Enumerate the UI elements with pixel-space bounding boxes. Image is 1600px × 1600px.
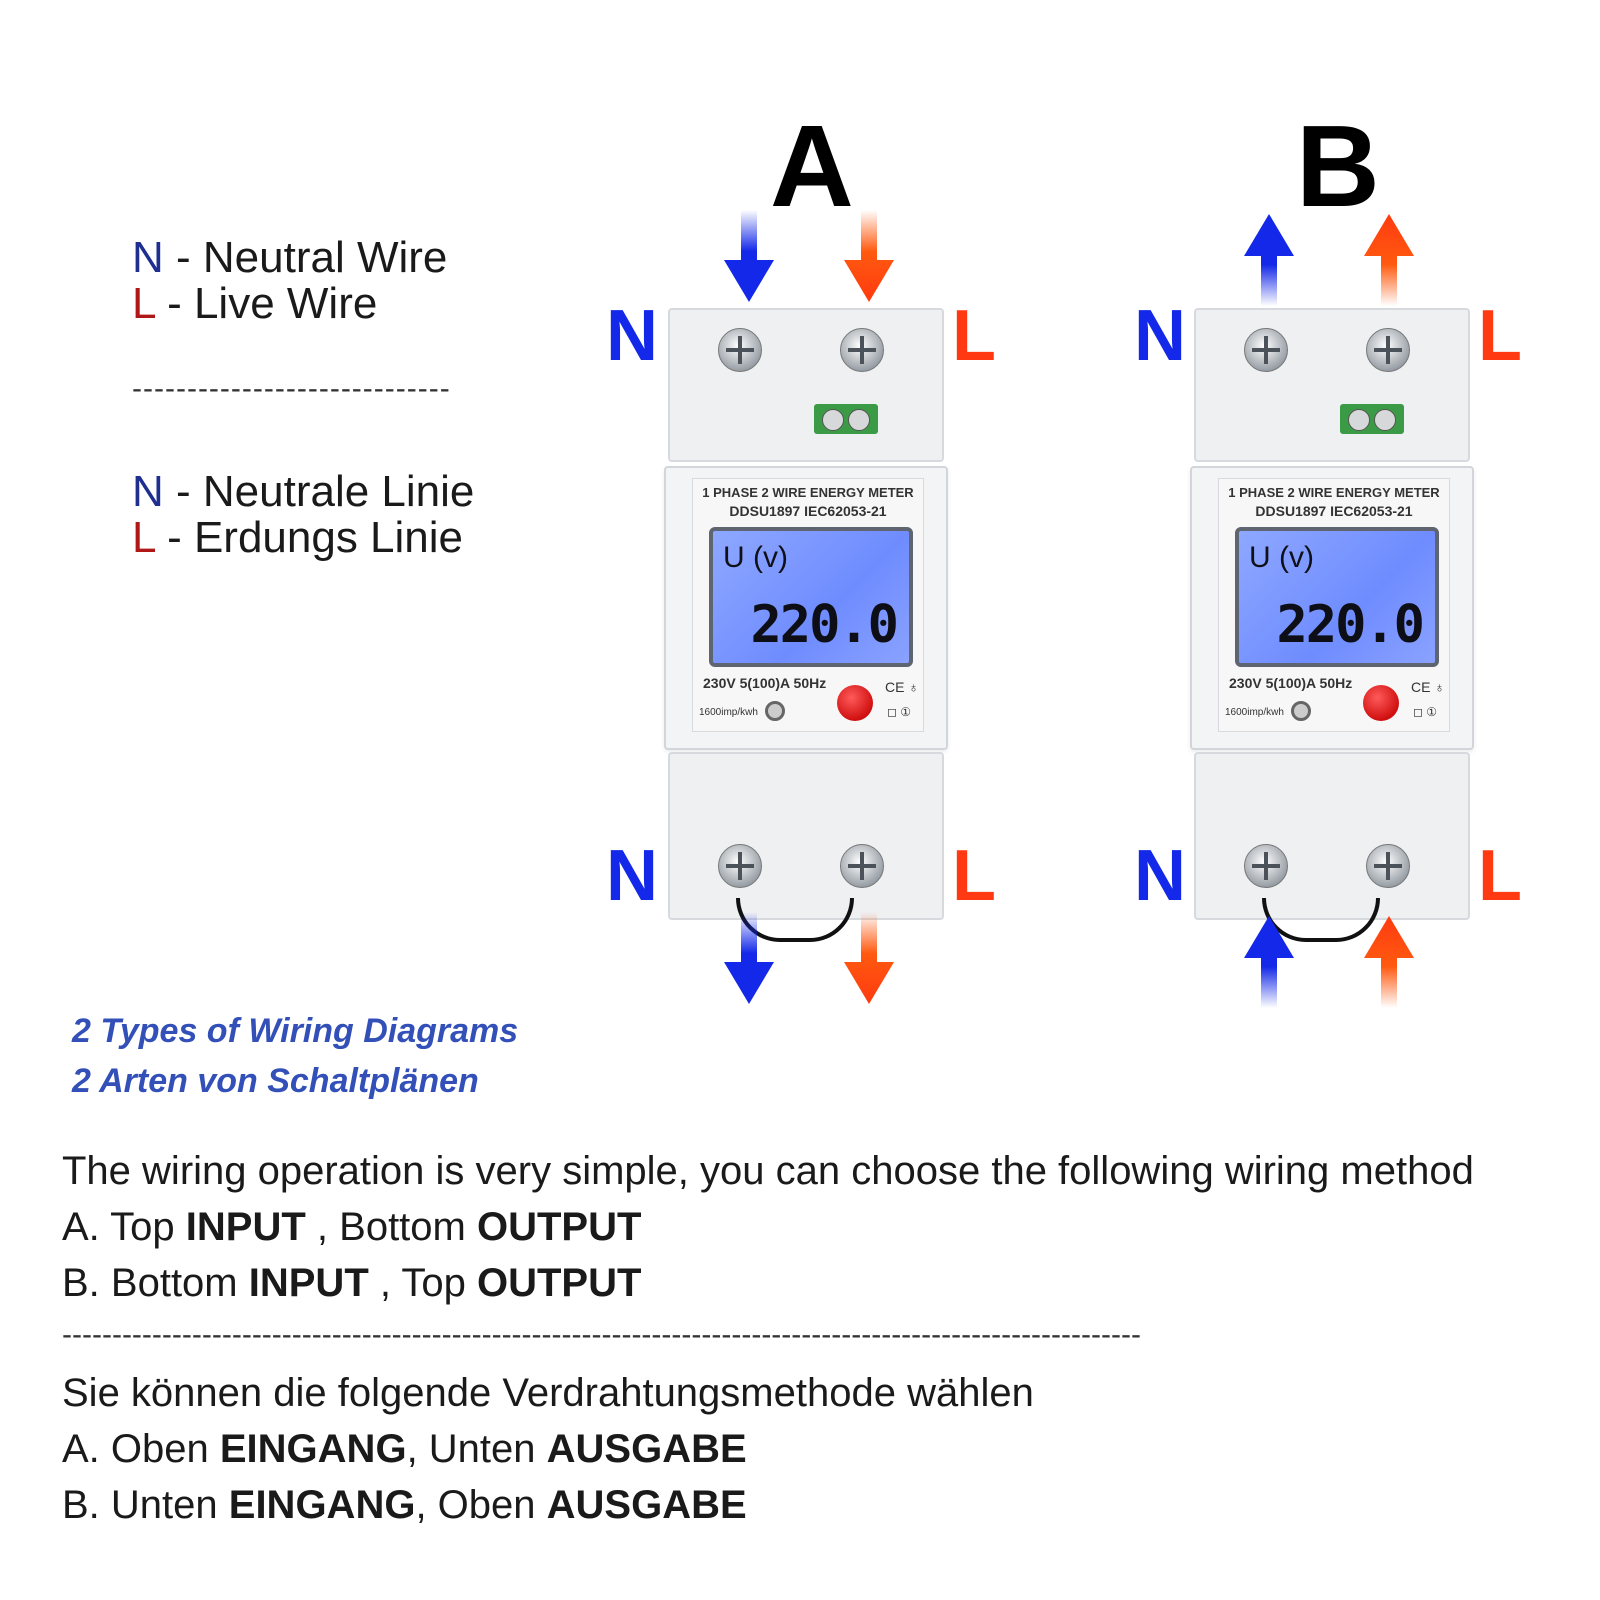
lcd-value: 220.0 xyxy=(1276,595,1425,655)
option-a-en: A. Top INPUT , Bottom OUTPUT xyxy=(62,1204,641,1250)
terminal-block-icon xyxy=(1340,404,1404,434)
neutral-bottom-label: N xyxy=(1134,836,1186,916)
meter-bottom-housing xyxy=(1194,752,1470,920)
option-text: B. Unten xyxy=(62,1483,229,1527)
pulse-led-icon xyxy=(1291,701,1311,721)
terminal-block-icon xyxy=(814,404,878,434)
red-button[interactable] xyxy=(1363,685,1399,721)
intro-en: The wiring operation is very simple, you… xyxy=(62,1149,1474,1193)
meter-specs: 230V 5(100)A 50Hz xyxy=(1229,675,1353,691)
option-text: , Top xyxy=(368,1261,477,1305)
intro-de: Sie können die folgende Verdrahtungsmeth… xyxy=(62,1371,1034,1415)
lcd-display: U (v) 220.0 xyxy=(1235,527,1439,667)
meter-impulse: 1600imp/kwh xyxy=(699,707,758,718)
option-keyword: OUTPUT xyxy=(476,1205,642,1249)
meter-top-housing xyxy=(1194,308,1470,462)
arrow-up-icon xyxy=(1244,214,1294,306)
arrow-down-icon xyxy=(724,210,774,302)
meter-model: DDSU1897 IEC62053-21 xyxy=(1255,503,1413,519)
class-marks: ◻ ① xyxy=(1413,705,1438,719)
cert-marks: CE ♁ xyxy=(885,679,919,695)
screw-icon xyxy=(1244,844,1288,888)
option-text: , Bottom xyxy=(305,1205,477,1249)
legend-live-en: L - Live Wire xyxy=(132,280,377,328)
legend-text: - Neutral Wire xyxy=(163,233,448,282)
lcd-unit: U (v) xyxy=(723,541,788,574)
lcd-display: U (v) 220.0 xyxy=(709,527,913,667)
lcd-value: 220.0 xyxy=(750,595,899,655)
screw-icon xyxy=(840,328,884,372)
option-b-de: B. Unten EINGANG, Oben AUSGABE xyxy=(62,1482,747,1528)
live-top-label: L xyxy=(952,296,996,376)
screw-icon xyxy=(1366,328,1410,372)
meter-top-housing xyxy=(668,308,944,462)
legend-text: - Erdungs Linie xyxy=(154,513,464,562)
neutral-top-label: N xyxy=(606,296,658,376)
option-keyword: OUTPUT xyxy=(476,1261,642,1305)
meter-panel: 1 PHASE 2 WIRE ENERGY METER DDSU1897 IEC… xyxy=(692,478,924,732)
diagram-b-label: B xyxy=(1296,101,1380,231)
legend-text: - Live Wire xyxy=(154,279,378,328)
arrow-up-icon xyxy=(1364,214,1414,306)
meter-model: DDSU1897 IEC62053-21 xyxy=(729,503,887,519)
arrow-down-icon xyxy=(724,912,774,1004)
option-text: , Oben xyxy=(415,1483,547,1527)
option-keyword: EINGANG xyxy=(228,1483,416,1527)
legend-letter-n: N xyxy=(132,233,164,282)
screw-icon xyxy=(1244,328,1288,372)
legend-separator: ----------------------------- xyxy=(132,372,451,405)
option-keyword: AUSGABE xyxy=(546,1483,747,1527)
screw-icon xyxy=(718,844,762,888)
live-bottom-label: L xyxy=(952,836,996,916)
cert-marks: CE ♁ xyxy=(1411,679,1445,695)
option-a-de: A. Oben EINGANG, Unten AUSGABE xyxy=(62,1426,747,1472)
screw-icon xyxy=(1366,844,1410,888)
legend-live-de: L - Erdungs Linie xyxy=(132,514,463,562)
neutral-top-label: N xyxy=(1134,296,1186,376)
live-top-label: L xyxy=(1478,296,1522,376)
heading-en: 2 Types of Wiring Diagrams xyxy=(72,1012,519,1050)
arrow-down-icon xyxy=(844,210,894,302)
meter-impulse: 1600imp/kwh xyxy=(1225,707,1284,718)
meter-bottom-housing xyxy=(668,752,944,920)
legend-letter-l: L xyxy=(132,279,155,328)
meter-panel: 1 PHASE 2 WIRE ENERGY METER DDSU1897 IEC… xyxy=(1218,478,1450,732)
red-button[interactable] xyxy=(837,685,873,721)
section-separator: ----------------------------------------… xyxy=(62,1318,1141,1351)
option-keyword: INPUT xyxy=(248,1261,369,1305)
option-text: A. Oben xyxy=(62,1427,220,1471)
option-keyword: INPUT xyxy=(185,1205,306,1249)
arrow-up-icon xyxy=(1364,916,1414,1008)
option-text: B. Bottom xyxy=(62,1261,249,1305)
live-bottom-label: L xyxy=(1478,836,1522,916)
meter-front: 1 PHASE 2 WIRE ENERGY METER DDSU1897 IEC… xyxy=(664,466,948,750)
screw-icon xyxy=(840,844,884,888)
option-keyword: AUSGABE xyxy=(546,1427,747,1471)
energy-meter: 1 PHASE 2 WIRE ENERGY METER DDSU1897 IEC… xyxy=(664,308,948,942)
screw-icon xyxy=(718,328,762,372)
legend-neutral-de: N - Neutrale Linie xyxy=(132,468,474,516)
meter-title: 1 PHASE 2 WIRE ENERGY METER xyxy=(1228,485,1440,500)
arrow-down-icon xyxy=(844,912,894,1004)
class-marks: ◻ ① xyxy=(887,705,912,719)
heading-de: 2 Arten von Schaltplänen xyxy=(72,1062,479,1100)
meter-specs: 230V 5(100)A 50Hz xyxy=(703,675,827,691)
lcd-unit: U (v) xyxy=(1249,541,1314,574)
legend-letter-n: N xyxy=(132,467,164,516)
meter-front: 1 PHASE 2 WIRE ENERGY METER DDSU1897 IEC… xyxy=(1190,466,1474,750)
pulse-led-icon xyxy=(765,701,785,721)
legend-neutral-en: N - Neutral Wire xyxy=(132,234,447,282)
energy-meter: 1 PHASE 2 WIRE ENERGY METER DDSU1897 IEC… xyxy=(1190,308,1474,942)
meter-title: 1 PHASE 2 WIRE ENERGY METER xyxy=(702,485,914,500)
option-keyword: EINGANG xyxy=(219,1427,407,1471)
arrow-up-icon xyxy=(1244,916,1294,1008)
option-text: A. Top xyxy=(62,1205,186,1249)
neutral-bottom-label: N xyxy=(606,836,658,916)
option-text: , Unten xyxy=(406,1427,547,1471)
legend-text: - Neutrale Linie xyxy=(163,467,475,516)
diagram-a-label: A xyxy=(770,101,854,231)
option-b-en: B. Bottom INPUT , Top OUTPUT xyxy=(62,1260,641,1306)
legend-letter-l: L xyxy=(132,513,155,562)
